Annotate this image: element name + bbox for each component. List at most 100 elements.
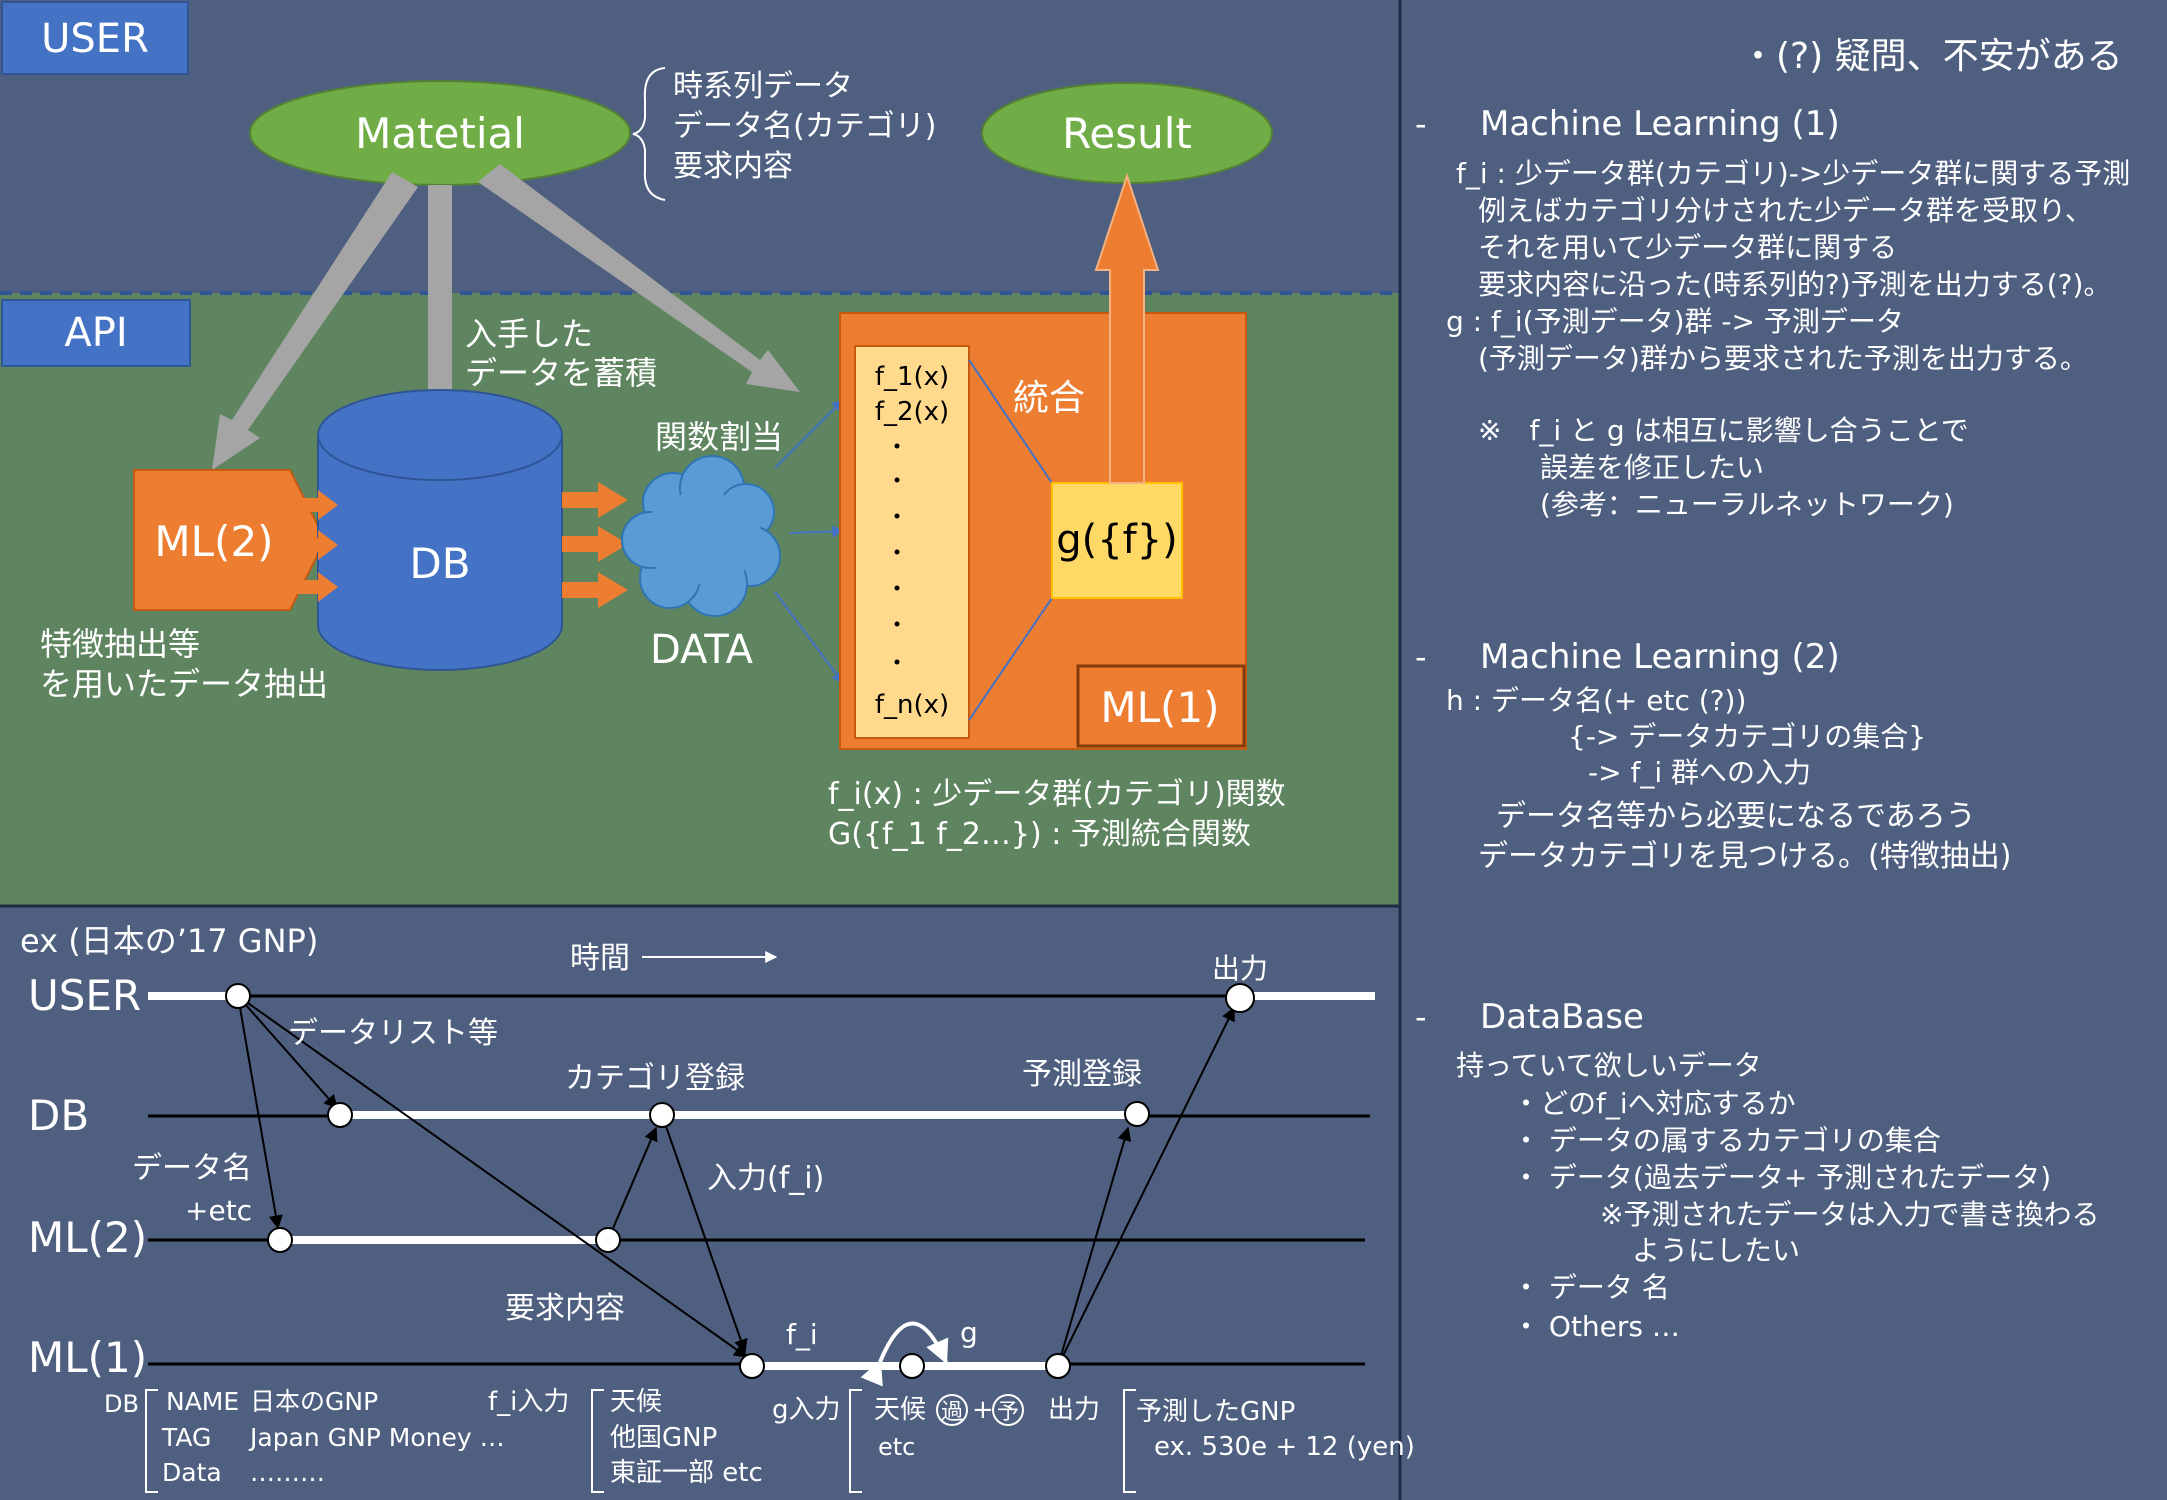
- integrate-line-top: [968, 359, 1053, 484]
- ml2-dash: -: [1415, 638, 1427, 676]
- g-box: [1051, 482, 1183, 599]
- ml2-line-3: -> f_i 群への入力: [1588, 756, 1811, 789]
- db-line-6: ようにしたい: [1632, 1234, 1800, 1267]
- db-label: DB: [409, 539, 470, 588]
- definition-fi: f_i(x) : 少データ群(カテゴリ)関数: [828, 777, 1286, 812]
- node-db-category: [649, 1102, 675, 1128]
- label-data-list: データリスト等: [288, 1016, 498, 1051]
- label-etc: +etc: [185, 1194, 252, 1227]
- output-bracket: [1123, 1389, 1136, 1493]
- db-row-data-key: Data: [162, 1458, 222, 1487]
- active-segments: [148, 992, 1375, 1370]
- integrate-line-bottom: [968, 597, 1053, 721]
- material-note-2: データ名(カテゴリ): [673, 109, 936, 144]
- db-row-name-value: 日本のGNP: [250, 1387, 378, 1416]
- db-line-3: ・ データの属するカテゴリの集合: [1512, 1124, 1941, 1157]
- node-ml1-end: [1045, 1353, 1071, 1379]
- node-ml1-start: [739, 1353, 765, 1379]
- db-line-1: 持っていて欲しいデータ: [1456, 1049, 1762, 1082]
- ml1-line-4: 要求内容に沿った(時系列的?)予測を出力する(?)。: [1478, 268, 2111, 301]
- node-ml2-end: [595, 1227, 621, 1253]
- g-input-label: g入力: [772, 1395, 841, 1425]
- data-label: DATA: [650, 627, 754, 673]
- api-tag-label: API: [64, 310, 127, 356]
- result-node: Result: [981, 82, 1273, 184]
- g-input-pred-circle: [992, 1394, 1024, 1426]
- ml2-note-2: を用いたデータ抽出: [40, 665, 328, 703]
- ml1-line-2: 例えばカテゴリ分けされた少データ群を受取り、: [1478, 194, 2093, 227]
- g-input-weather: 天候: [874, 1395, 926, 1425]
- lane-user: USER: [28, 971, 141, 1020]
- result-label: Result: [1062, 109, 1192, 158]
- fi-input-label: f_i入力: [488, 1387, 569, 1417]
- db-block-label: DB: [104, 1390, 139, 1418]
- label-prediction-register: 予測登録: [1022, 1057, 1142, 1092]
- ml1-line-5: g : f_i(予測データ)群 -> 予測データ: [1446, 305, 1904, 338]
- lane-db: DB: [28, 1091, 89, 1140]
- db-section-title: DataBase: [1480, 997, 1644, 1037]
- material-arrows: [212, 164, 800, 470]
- output-item-2: ex. 530e + 12 (yen): [1154, 1432, 1415, 1462]
- accumulate-label-1: 入手した: [465, 315, 593, 353]
- time-label: 時間: [570, 941, 630, 976]
- lane-ml2: ML(2): [28, 1213, 147, 1262]
- definition-g: G({f_1 f_2…}) : 予測統合関数: [828, 817, 1251, 852]
- function-ellipsis-dots: [894, 443, 900, 665]
- notes-header: ・(?) 疑問、不安がある: [1740, 36, 2123, 77]
- notes-panel: ・(?) 疑問、不安がある - Machine Learning (1) f_i…: [1415, 36, 2130, 1343]
- node-user-output: [1225, 983, 1255, 1013]
- fi-input-item-2: 他国GNP: [610, 1423, 717, 1453]
- material-label: Matetial: [355, 109, 525, 158]
- g-label: g({f}): [1056, 517, 1178, 563]
- db-node: DB: [317, 389, 563, 671]
- ml2-node: ML(2): [133, 469, 327, 611]
- g-input-past-circle: [936, 1394, 968, 1426]
- ml1-container: f_1(x) f_2(x) f_n(x) 統合 g({f}) ML(1): [839, 312, 1247, 750]
- ml1-line-8: 誤差を修正したい: [1540, 451, 1764, 484]
- node-ml1-g: [899, 1353, 925, 1379]
- ml2-label: ML(2): [154, 517, 273, 566]
- label-g: g: [960, 1316, 978, 1349]
- output-label: 出力: [1048, 1395, 1100, 1425]
- label-request: 要求内容: [505, 1291, 625, 1326]
- arrow-g-to-result: [1094, 172, 1160, 484]
- db-line-2: ・どのf_iへ対応するか: [1512, 1087, 1796, 1120]
- label-category-register: カテゴリ登録: [565, 1061, 745, 1096]
- db-line-7: ・ データ 名: [1512, 1271, 1670, 1304]
- functions-box: [854, 345, 970, 739]
- data-cloud: [621, 455, 781, 617]
- example-title: ex (日本の’17 GNP): [20, 922, 318, 960]
- g-input-etc: etc: [878, 1433, 915, 1461]
- node-db-store: [327, 1102, 353, 1128]
- ml1-line-6: (予測データ)群から要求された予測を出力する。: [1478, 342, 2088, 375]
- function-f1: f_1(x): [875, 362, 949, 392]
- g-input-pred: 予: [997, 1400, 1019, 1425]
- user-tag-label: USER: [41, 16, 149, 62]
- label-fi: f_i: [786, 1318, 818, 1351]
- material-note-1: 時系列データ: [673, 69, 853, 104]
- g-input-plus: +: [972, 1395, 994, 1425]
- node-ml2-start: [267, 1227, 293, 1253]
- integrate-label: 統合: [1013, 378, 1085, 419]
- function-fn: f_n(x): [875, 690, 949, 720]
- ml1-line-9: (参考：ニューラルネットワーク): [1540, 488, 1954, 521]
- db-row-tag-value: Japan GNP Money …: [248, 1423, 505, 1452]
- db-line-5: ※予測されたデータは入力で書き換わる: [1600, 1198, 2099, 1231]
- arrow-to-functions: [478, 164, 800, 392]
- sequence-nodes: [225, 983, 1255, 1379]
- fi-input-item-3: 東証一部 etc: [610, 1458, 763, 1488]
- db-row-tag-key: TAG: [161, 1423, 211, 1452]
- ml2-section-title: Machine Learning (2): [1480, 637, 1840, 677]
- fi-input-bracket: [591, 1389, 604, 1493]
- assign-label: 関数割当: [655, 418, 783, 456]
- material-node: Matetial: [249, 80, 631, 186]
- output-item-1: 予測したGNP: [1136, 1397, 1295, 1427]
- arrow-to-db: [414, 185, 466, 458]
- db-line-4: ・ データ(過去データ+ 予測されたデータ): [1512, 1161, 2051, 1194]
- accumulate-label-2: データを蓄積: [465, 354, 657, 392]
- ml1-section-title: Machine Learning (1): [1480, 104, 1840, 144]
- ml1-label: ML(1): [1100, 683, 1219, 732]
- g-input-past: 過: [941, 1400, 963, 1425]
- ml1-dash: -: [1415, 105, 1427, 143]
